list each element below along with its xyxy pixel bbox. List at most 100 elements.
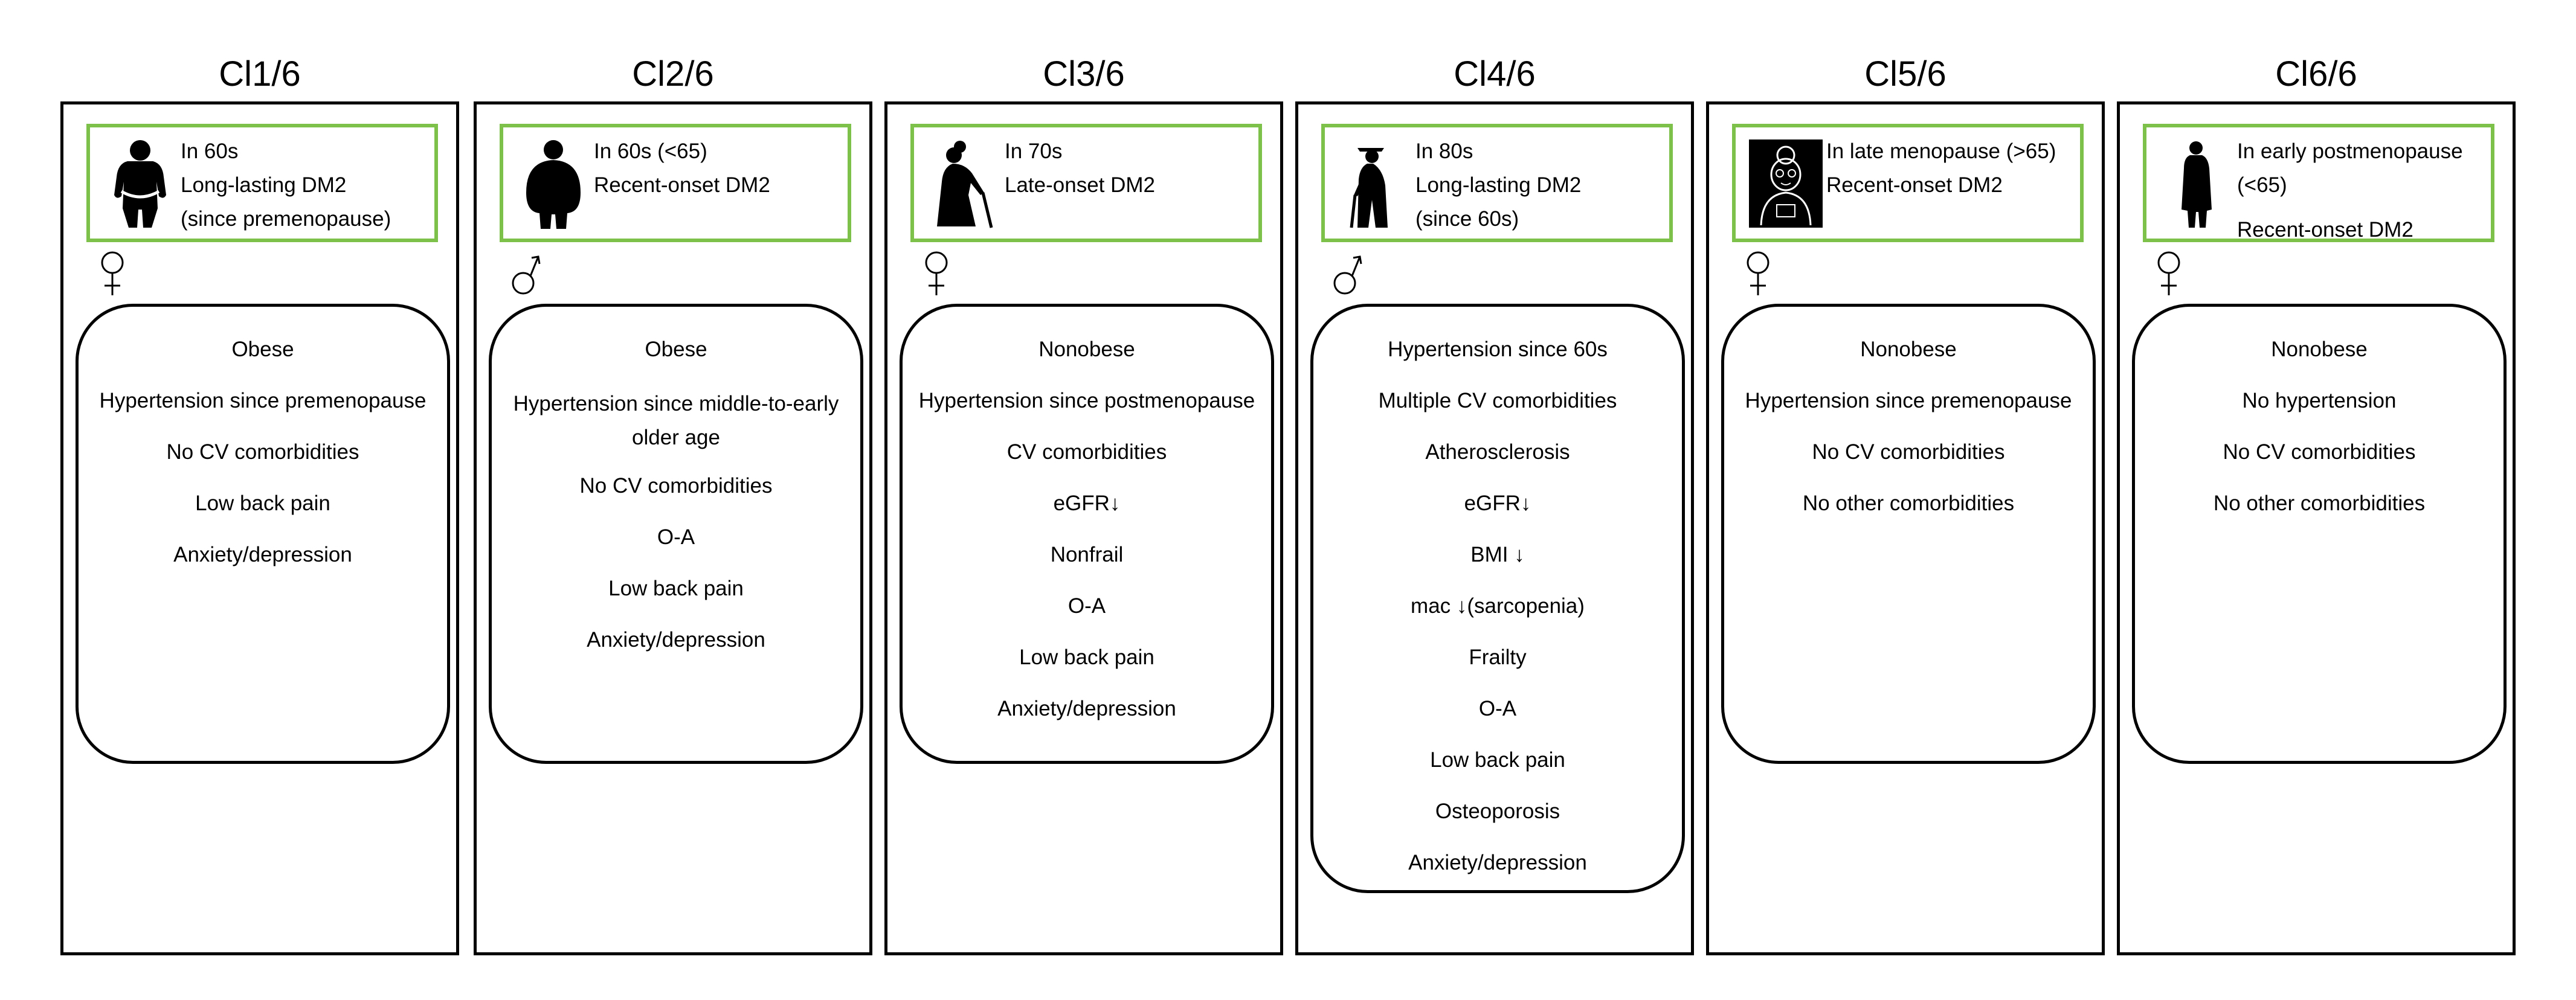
cluster-5-panel: In late menopause (>65) Recent-onset DM2… [1706,101,2105,955]
cluster-5-profile-box: In late menopause (>65) Recent-onset DM2 [1732,124,2084,242]
trait-item: mac ↓(sarcopenia) [1411,594,1585,618]
cluster-2-profile-box: In 60s (<65) Recent-onset DM2 [500,124,851,242]
female-symbol-icon [2157,251,2180,295]
cluster-4-panel: In 80s Long-lasting DM2 (since 60s) Hype… [1295,101,1694,955]
cluster-2-age: In 60s (<65) [594,139,707,163]
cluster-3-profile-text: In 70s Late-onset DM2 [1005,135,1252,202]
obese-woman-icon [114,140,166,228]
cluster-4-title: Cl4/6 [1454,54,1536,94]
cluster-5-profile-text: In late menopause (>65) Recent-onset DM2 [1826,135,2074,202]
trait-item: Multiple CV comorbidities [1378,389,1617,412]
trait-item: Anxiety/depression [587,628,765,652]
trait-item: Hypertension since premenopause [1745,389,2072,412]
obese-man-icon [526,140,581,229]
cluster-5-title: Cl5/6 [1864,54,1946,94]
cluster-5-diabetes-onset: Recent-onset DM2 [1826,173,2003,197]
elderly-woman-cane-icon [937,141,993,228]
elderly-man-cane-icon [1350,148,1388,228]
cluster-3-diabetes-onset: Late-onset DM2 [1005,173,1156,197]
trait-item: Hypertension since 60s [1388,338,1608,361]
trait-item: No CV comorbidities [579,474,773,498]
female-symbol-icon [1747,251,1769,295]
trait-item: Low back pain [608,577,744,600]
cluster-2-trait-list: Obese Hypertension since middle-to-early… [492,307,860,654]
cluster-2-panel: In 60s (<65) Recent-onset DM2 Obese Hype… [474,101,872,955]
cluster-6-diabetes-onset: Recent-onset DM2 [2237,218,2413,242]
trait-item: O-A [1067,594,1106,618]
cluster-2-profile-text: In 60s (<65) Recent-onset DM2 [594,135,842,202]
trait-item: CV comorbidities [1006,440,1167,464]
trait-item: Anxiety/depression [173,543,352,566]
trait-item: No CV comorbidities [2223,440,2416,464]
trait-item: Frailty [1469,646,1527,669]
cluster-4-age: In 80s [1415,139,1473,163]
trait-item: Nonobese [1860,338,1957,361]
female-symbol-icon [925,251,948,295]
cluster-1-trait-list: Obese Hypertension since premenopause No… [79,307,447,569]
trait-item: eGFR↓ [1464,492,1531,515]
cluster-1-diabetes-onset: (since premenopause) [181,207,391,231]
trait-item: Anxiety/depression [1408,851,1587,874]
cluster-1-panel: In 60s Long-lasting DM2 (since premenopa… [60,101,459,955]
trait-item: No CV comorbidities [166,440,359,464]
cluster-1-traits-box: Obese Hypertension since premenopause No… [76,304,450,764]
cluster-4-diabetes-onset: (since 60s) [1415,207,1519,231]
cluster-2-title: Cl2/6 [632,54,714,94]
cluster-2-traits-box: Obese Hypertension since middle-to-early… [489,304,863,764]
cluster-6-trait-list: Nonobese No hypertension No CV comorbidi… [2135,307,2504,518]
trait-item: Nonfrail [1050,543,1124,566]
trait-item: eGFR↓ [1053,492,1121,515]
female-symbol-icon [101,251,124,295]
trait-item: Low back pain [195,492,330,515]
cluster-5-trait-list: Nonobese Hypertension since premenopause… [1724,307,2093,518]
trait-item: Hypertension since premenopause [99,389,427,412]
cluster-3-title: Cl3/6 [1043,54,1125,94]
cluster-3-traits-box: Nonobese Hypertension since postmenopaus… [900,304,1274,764]
cluster-1-diabetes-duration: Long-lasting DM2 [181,173,347,197]
cluster-3-trait-list: Nonobese Hypertension since postmenopaus… [903,307,1271,723]
trait-item: Atherosclerosis [1425,440,1570,464]
grandmother-portrait-icon [1749,139,1823,228]
trait-item: Obese [231,338,294,361]
standing-woman-icon [2182,141,2212,228]
cluster-3-age: In 70s [1005,139,1063,163]
cluster-3-panel: In 70s Late-onset DM2 Nonobese Hypertens… [884,101,1283,955]
cluster-1-title: Cl1/6 [219,54,301,94]
cluster-6-profile-text: In early postmenopause (<65) Recent-onse… [2237,135,2485,247]
cluster-1-profile-box: In 60s Long-lasting DM2 (since premenopa… [86,124,438,242]
cluster-1-profile-text: In 60s Long-lasting DM2 (since premenopa… [181,135,428,236]
trait-item: BMI ↓ [1470,543,1525,566]
trait-item: Hypertension since middle-to-early older… [513,392,839,449]
male-symbol-icon [512,255,541,295]
trait-item: O-A [657,525,695,549]
cluster-5-traits-box: Nonobese Hypertension since premenopause… [1721,304,2096,764]
trait-item: No other comorbidities [2213,492,2426,515]
cluster-4-diabetes-duration: Long-lasting DM2 [1415,173,1582,197]
trait-item: Obese [645,338,707,361]
cluster-6-panel: In early postmenopause (<65) Recent-onse… [2117,101,2516,955]
cluster-6-age-limit: (<65) [2237,173,2287,197]
cluster-3-profile-box: In 70s Late-onset DM2 [910,124,1262,242]
cluster-4-traits-box: Hypertension since 60s Multiple CV comor… [1310,304,1685,893]
cluster-6-title: Cl6/6 [2275,54,2357,94]
cluster-2-diabetes-onset: Recent-onset DM2 [594,173,770,197]
cluster-6-traits-box: Nonobese No hypertension No CV comorbidi… [2132,304,2507,764]
trait-item: Low back pain [1430,748,1565,772]
cluster-6-menopause-stage: In early postmenopause [2237,139,2463,163]
trait-item: Nonobese [1038,338,1135,361]
trait-item: O-A [1478,697,1517,720]
trait-item: No CV comorbidities [1812,440,2005,464]
trait-item: Hypertension since postmenopause [918,389,1255,412]
trait-item: Osteoporosis [1435,800,1560,823]
cluster-5-menopause-stage: In late menopause (>65) [1826,139,2056,163]
male-symbol-icon [1333,255,1362,295]
trait-item: Anxiety/depression [997,697,1176,720]
trait-item: Nonobese [2271,338,2368,361]
cluster-4-trait-list: Hypertension since 60s Multiple CV comor… [1313,307,1682,877]
cluster-1-age: In 60s [181,139,239,163]
cluster-4-profile-box: In 80s Long-lasting DM2 (since 60s) [1321,124,1673,242]
trait-item: Low back pain [1019,646,1154,669]
trait-item: No other comorbidities [1802,492,2015,515]
trait-item: No hypertension [2242,389,2397,412]
